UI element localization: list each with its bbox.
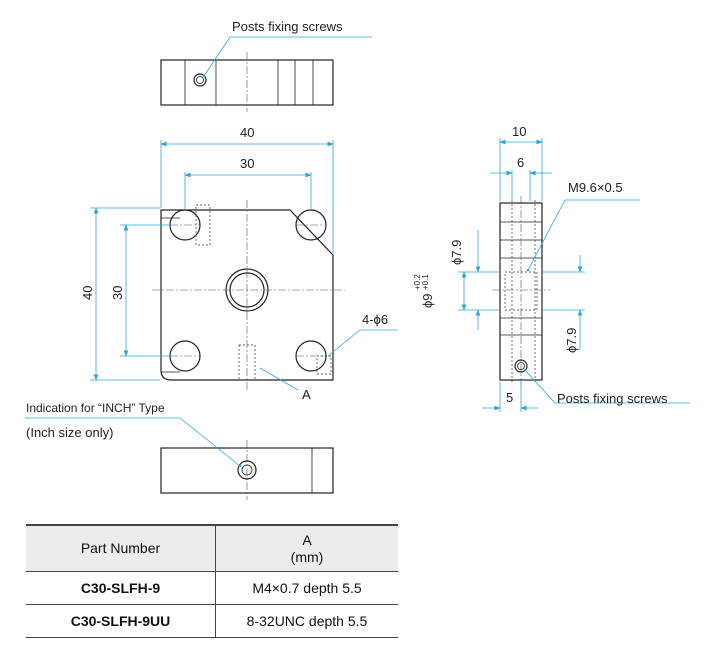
spec-table: Part Number A (mm) C30-SLFH-9 M4×0.7 dep…: [26, 524, 398, 638]
header-part-number: Part Number: [26, 524, 216, 572]
dim-front-hole-pitch-v: 30: [110, 286, 125, 300]
header-a-label: A: [302, 531, 312, 548]
dim-side-width: 10: [512, 124, 526, 139]
dim-diameter-9: ϕ9: [420, 293, 435, 308]
part-number-cell: C30-SLFH-9UU: [26, 604, 216, 638]
part-number-cell: C30-SLFH-9: [26, 571, 216, 605]
dim-front-hole-pitch-h: 30: [240, 156, 254, 171]
dim-side-inner: 6: [517, 155, 524, 170]
dim-front-height: 40: [80, 286, 95, 300]
header-a: A (mm): [215, 524, 398, 572]
holes-label: 4-ϕ6: [362, 312, 388, 327]
dim-diameter-9-tol-upper: +0.2: [413, 274, 422, 290]
dim-front-width: 40: [240, 125, 254, 140]
table-row: C30-SLFH-9 M4×0.7 depth 5.5: [26, 571, 398, 605]
bottom-view: [25, 417, 334, 500]
table-row: C30-SLFH-9UU 8-32UNC depth 5.5: [26, 604, 398, 638]
dimension-a-cell: M4×0.7 depth 5.5: [215, 571, 398, 605]
dim-diameter-9-tol-lower: +0.1: [421, 274, 430, 290]
inch-size-only-label: (Inch size only): [26, 425, 113, 440]
front-view: [90, 140, 398, 391]
thread-label: M9.6×0.5: [568, 180, 623, 195]
indication-inch-label: Indication for “INCH” Type: [26, 401, 165, 415]
table-header-row: Part Number A (mm): [26, 524, 398, 572]
dim-diameter-7-9-bottom: ϕ7.9: [564, 328, 579, 353]
dimension-a-cell: 8-32UNC depth 5.5: [215, 604, 398, 638]
dim-diameter-7-9-top: ϕ7.9: [449, 240, 464, 265]
dim-side-bottom: 5: [506, 390, 513, 405]
side-view: [458, 138, 690, 412]
header-a-unit: (mm): [290, 548, 324, 565]
callout-a: A: [302, 387, 311, 402]
posts-fixing-screws-label-side: Posts fixing screws: [557, 391, 668, 406]
top-view: [160, 36, 372, 112]
posts-fixing-screws-label-top: Posts fixing screws: [232, 19, 343, 34]
